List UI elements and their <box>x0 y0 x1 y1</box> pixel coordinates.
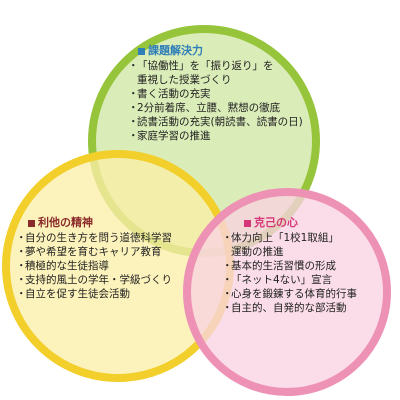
altruism-title-text: 利他の精神 <box>38 216 93 229</box>
list-item: ・自分の生き方を問う道徳科学習 <box>16 231 172 245</box>
list-item: ・書く活動の充実 <box>128 87 303 101</box>
list-item-text: 書く活動の充実 <box>137 87 211 101</box>
list-item-text: 家庭学習の推進 <box>137 129 211 143</box>
bullet-dot: ・ <box>128 116 139 128</box>
list-item: ・2分前着席、立腰、黙想の徹底 <box>128 101 303 115</box>
list-item: ・支持的風土の学年・学級づくり <box>16 273 172 287</box>
bullet-dot: ・ <box>16 274 27 286</box>
list-item-text: 自主的、自発的な部活動 <box>231 301 347 315</box>
list-item-line: 支持的風土の学年・学級づくり <box>25 274 172 286</box>
bullet-dot: ・ <box>128 60 139 72</box>
altruism-title: 利他の精神 <box>28 216 172 230</box>
list-item: ・読書活動の充実(朝読書、読書の日) <box>128 115 303 129</box>
list-item-text: 2分前着席、立腰、黙想の徹底 <box>137 101 280 115</box>
list-item-line: 2分前着席、立腰、黙想の徹底 <box>137 102 281 114</box>
list-item: ・心身を鍛錬する体育的行事 <box>222 287 357 301</box>
altruism-list: ・自分の生き方を問う道徳科学習・夢や希望を育むキャリア教育・積極的な生徒指導・支… <box>16 231 172 301</box>
bullet-dot: ・ <box>222 302 233 314</box>
list-item-text: 自分の生き方を問う道徳科学習 <box>25 231 172 245</box>
list-item-line: 「協働性」を「振り返り」を <box>137 60 274 72</box>
list-item-text: 読書活動の充実(朝読書、読書の日) <box>137 115 303 129</box>
list-item-line: 自立を促す生徒会活動 <box>25 288 130 300</box>
problem-solving-title: 課題解決力 <box>138 44 303 58</box>
list-item-line: 自主的、自発的な部活動 <box>231 302 347 314</box>
list-item: ・自立を促す生徒会活動 <box>16 287 172 301</box>
list-item: ・夢や希望を育むキャリア教育 <box>16 245 172 259</box>
bullet-dot: ・ <box>16 288 27 300</box>
list-item-line: 積極的な生徒指導 <box>25 260 109 272</box>
list-item: ・「協働性」を「振り返り」を重視した授業づくり <box>128 59 303 87</box>
list-item: ・「ネット4ない」宣言 <box>222 273 357 287</box>
bullet-dot: ・ <box>16 260 27 272</box>
bullet-dot: ・ <box>16 232 27 244</box>
list-item: ・基本的生活習慣の形成 <box>222 259 357 273</box>
list-item-text: 「協働性」を「振り返り」を重視した授業づくり <box>137 59 274 87</box>
list-item: ・自主的、自発的な部活動 <box>222 301 357 315</box>
list-item-text: 夢や希望を育むキャリア教育 <box>25 245 162 259</box>
problem-solving-title-text: 課題解決力 <box>148 44 203 57</box>
list-item-text: 体力向上「1校1取組」運動の推進 <box>231 231 339 259</box>
list-item-line: 運動の推進 <box>231 246 284 258</box>
bullet-dot: ・ <box>222 274 233 286</box>
list-item-line: 重視した授業づくり <box>137 74 232 86</box>
problem-solving-block: 課題解決力 ・「協働性」を「振り返り」を重視した授業づくり・書く活動の充実・2分… <box>128 44 303 143</box>
list-item-text: 支持的風土の学年・学級づくり <box>25 273 172 287</box>
self-discipline-title-text: 克己の心 <box>254 216 298 229</box>
list-item-text: 基本的生活習慣の形成 <box>231 259 336 273</box>
list-item-line: 「ネット4ない」宣言 <box>231 274 333 286</box>
list-item-line: 心身を鍛錬する体育的行事 <box>231 288 357 300</box>
title-marker-icon <box>138 47 145 55</box>
self-discipline-title: 克己の心 <box>244 216 357 230</box>
list-item: ・体力向上「1校1取組」運動の推進 <box>222 231 357 259</box>
self-discipline-block: 克己の心 ・体力向上「1校1取組」運動の推進・基本的生活習慣の形成・「ネット4な… <box>222 216 357 315</box>
bullet-dot: ・ <box>222 260 233 272</box>
bullet-dot: ・ <box>128 102 139 114</box>
list-item-line: 書く活動の充実 <box>137 88 211 100</box>
list-item-line: 体力向上「1校1取組」 <box>231 232 339 244</box>
self-discipline-list: ・体力向上「1校1取組」運動の推進・基本的生活習慣の形成・「ネット4ない」宣言・… <box>222 231 357 315</box>
list-item-line: 自分の生き方を問う道徳科学習 <box>25 232 172 244</box>
problem-solving-list: ・「協働性」を「振り返り」を重視した授業づくり・書く活動の充実・2分前着席、立腰… <box>128 59 303 143</box>
list-item-text: 心身を鍛錬する体育的行事 <box>231 287 357 301</box>
list-item-line: 読書活動の充実(朝読書、読書の日) <box>137 116 303 128</box>
circle-self-discipline <box>183 188 391 396</box>
title-marker-icon <box>28 219 35 227</box>
list-item-text: 自立を促す生徒会活動 <box>25 287 130 301</box>
altruism-block: 利他の精神 ・自分の生き方を問う道徳科学習・夢や希望を育むキャリア教育・積極的な… <box>16 216 172 301</box>
bullet-dot: ・ <box>222 288 233 300</box>
list-item-line: 基本的生活習慣の形成 <box>231 260 336 272</box>
list-item: ・積極的な生徒指導 <box>16 259 172 273</box>
bullet-dot: ・ <box>222 232 233 244</box>
list-item: ・家庭学習の推進 <box>128 129 303 143</box>
list-item-text: 「ネット4ない」宣言 <box>231 273 332 287</box>
bullet-dot: ・ <box>16 246 27 258</box>
bullet-dot: ・ <box>128 88 139 100</box>
title-marker-icon <box>244 219 251 227</box>
list-item-text: 積極的な生徒指導 <box>25 259 109 273</box>
list-item-line: 夢や希望を育むキャリア教育 <box>25 246 162 258</box>
bullet-dot: ・ <box>128 130 139 142</box>
list-item-line: 家庭学習の推進 <box>137 130 211 142</box>
